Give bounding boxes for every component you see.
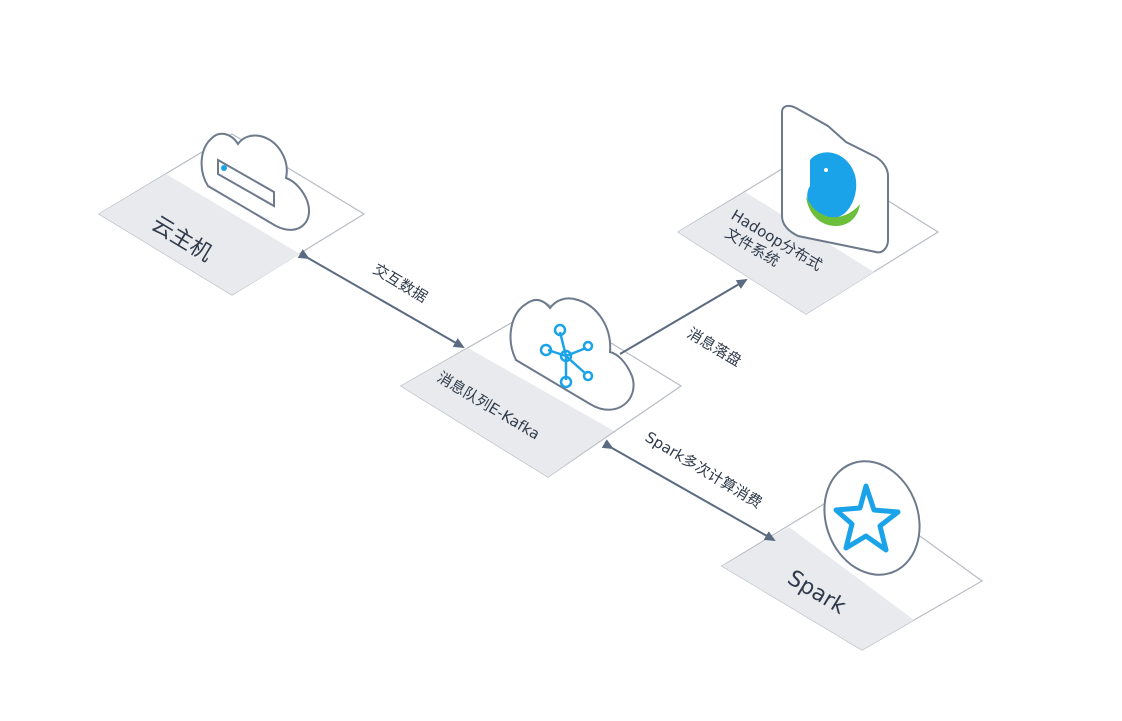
node-spark: Spark xyxy=(720,460,984,651)
cloud-kafka-icon xyxy=(509,297,635,411)
node-hdfs: Hadoop分布式 文件系统 xyxy=(676,104,940,315)
edge-ecs-kafka-line xyxy=(297,249,465,348)
hdfs-plate-band xyxy=(678,192,874,314)
node-kafka: 消息队列E-Kafka xyxy=(399,297,683,478)
kafka-plate-band xyxy=(401,348,614,477)
folder-hadoop-icon xyxy=(781,104,889,254)
edge-ecs-kafka: 交互数据 xyxy=(297,249,465,348)
edge-kafka-hdfs: 消息落盘 xyxy=(619,278,748,370)
spark-plate xyxy=(720,486,984,651)
spark-plate-band xyxy=(722,527,914,650)
spark-star-icon xyxy=(823,460,921,576)
cloud-server-icon xyxy=(200,132,311,231)
node-ecs: 云主机 xyxy=(97,132,366,296)
ecs-plate-band xyxy=(99,174,300,295)
edge-kafka-spark: Spark多次计算消费 xyxy=(601,428,776,541)
edge-kafka-hdfs-label: 消息落盘 xyxy=(684,324,745,370)
edge-kafka-spark-line xyxy=(601,439,776,541)
edge-kafka-hdfs-line xyxy=(619,278,748,355)
